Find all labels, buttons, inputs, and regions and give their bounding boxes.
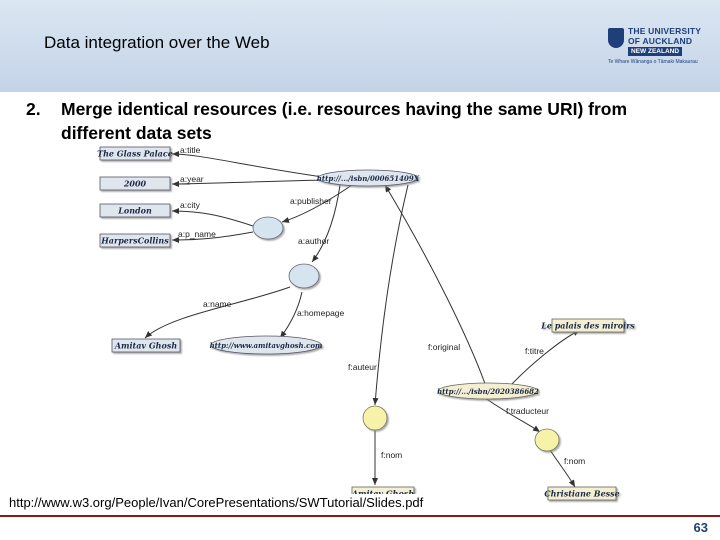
uri-isbn-en: http://.../isbn/000651409X [317,174,420,183]
source-url: http://www.w3.org/People/Ivan/CorePresen… [7,494,426,511]
blank-node-translator [534,428,560,452]
literal-title-node: The Glass Palace [97,146,173,161]
edge-label-original: f:original [428,342,460,352]
blank-node-publisher [252,216,284,240]
edge-auteur [372,184,409,406]
edge-titre [509,329,581,387]
edge-original [384,184,489,393]
edge-homepage [279,291,303,339]
edge-label-title: a:title [180,145,201,155]
crest-icon [608,28,624,48]
literal-name-en-node: Amitav Ghosh [111,338,181,353]
edge-label-city: a:city [180,200,201,210]
logo-line-1: THE UNIVERSITY [628,26,702,36]
literal-homepage: http://www.amitavghosh.com [210,341,323,350]
edge-label-year: a:year [180,174,204,184]
uri-homepage-node: http://www.amitavghosh.com [210,335,323,355]
university-logo: THE UNIVERSITY OF AUCKLAND NEW ZEALAND T… [608,26,718,68]
page-number: 63 [693,520,708,535]
edge-label-pname: a:p_name [178,229,216,239]
edge-nom-translator [549,449,576,488]
slide-header: Data integration over the Web THE UNIVER… [0,0,720,92]
uri-isbn-fr-node: http://.../isbn/2020386682 [437,382,539,400]
uri-isbn-en-node: http://.../isbn/000651409X [317,169,420,187]
rdf-graph-diagram: The Glass Palace 2000 London HarpersColl… [97,145,635,501]
edge-author [311,184,341,263]
edge-label-nom-author: f:nom [381,450,402,460]
blank-node-author-fr [362,405,388,431]
edge-label-author: a:author [298,236,329,246]
literal-titre: Le palais des miroirs [540,321,635,331]
edge-label-auteur: f:auteur [348,362,377,372]
edge-label-titre: f:titre [525,346,544,356]
literal-publisher-name-node: HarpersCollins [99,233,171,248]
literal-publisher-name: HarpersCollins [100,236,169,246]
slide-title: Data integration over the Web [44,33,270,52]
bullet-number: 2. [26,99,41,119]
literal-name-en: Amitav Ghosh [114,341,178,351]
literal-year-node: 2000 [99,176,171,191]
edge-city [171,208,254,227]
edge-label-homepage: a:homepage [297,308,345,318]
literal-city-node: London [99,203,171,218]
edge-label-traducteur: f:traducteur [506,406,549,416]
edge-title [171,151,324,178]
edge-traducteur [484,397,541,433]
logo-line-3: NEW ZEALAND [628,47,683,56]
logo-line-2: OF AUCKLAND [628,36,693,46]
footer-divider [0,515,720,517]
edge-name [144,286,291,339]
edge-label-nom-translator: f:nom [564,456,585,466]
edge-label-publisher: a:publisher [290,196,332,206]
edge-label-name: a:name [203,299,232,309]
literal-year: 2000 [123,179,147,189]
literal-title: The Glass Palace [97,149,173,159]
bullet-text: Merge identical resources (i.e. resource… [61,99,628,143]
literal-translator-name: Christiane Besse [544,489,620,499]
literal-city: London [117,206,152,216]
edge-publisher [281,184,353,223]
blank-node-author-en [288,263,320,289]
uri-isbn-fr: http://.../isbn/2020386682 [437,387,539,396]
literal-translator-name-node: Christiane Besse [544,486,620,501]
literal-titre-node: Le palais des miroirs [540,318,635,333]
literal-name-fr: Amitav Ghosh [351,489,415,499]
logo-maori-text: Te Whare Wānanga o Tāmaki Makaurau [608,59,698,65]
edge-pname [171,231,254,243]
